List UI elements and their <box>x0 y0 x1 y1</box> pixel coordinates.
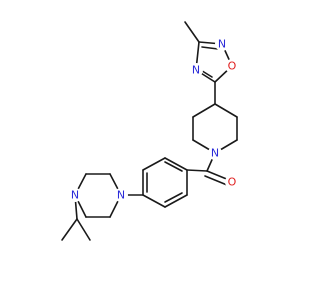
svg-text:O: O <box>228 60 237 73</box>
bond-bz-4-5 <box>142 194 166 208</box>
atom-labels: N O N N O N N <box>68 37 239 202</box>
atom-n-piperidine: N <box>208 146 222 160</box>
bond-isopropyl-ch-me1 <box>61 218 78 241</box>
svg-text:N: N <box>117 189 125 202</box>
molecule-structure-diagram: N O N N O N N <box>61 21 239 241</box>
bond-pip-c5-c4 <box>192 103 216 118</box>
bond-carbonyl-c-o-a <box>206 170 230 181</box>
bond-carbonyl-c-o-b <box>204 175 228 186</box>
bond-bz-5-6-inner <box>164 192 183 203</box>
bond-isopropyl-ch-me2 <box>76 218 91 241</box>
bonds <box>61 21 238 241</box>
bond-bz-2-3 <box>142 157 166 171</box>
bond-bz-1-2-inner <box>164 161 183 172</box>
bond-methyl-c3 <box>184 21 200 43</box>
svg-text:N: N <box>71 189 79 202</box>
atom-n-piperazine-aryl: N <box>114 188 128 202</box>
atom-n-oxadiazole-low: N <box>189 63 203 77</box>
atom-o-oxadiazole: O <box>225 59 239 73</box>
svg-text:N: N <box>192 64 200 77</box>
bond-c3-n2-inner <box>201 46 219 50</box>
bond-bz-5-6 <box>164 194 188 208</box>
bond-pip-c4-c3 <box>214 103 238 118</box>
svg-text:O: O <box>228 176 237 189</box>
svg-text:N: N <box>211 147 219 160</box>
bond-bz-1-2 <box>164 157 188 171</box>
atom-o-carbonyl: O <box>225 175 239 189</box>
bond-carbonyl-c-benzene <box>186 169 208 172</box>
atom-n-piperazine-isopropyl: N <box>68 188 82 202</box>
svg-text:N: N <box>218 38 226 51</box>
atom-n-oxadiazole-top: N <box>215 37 229 51</box>
